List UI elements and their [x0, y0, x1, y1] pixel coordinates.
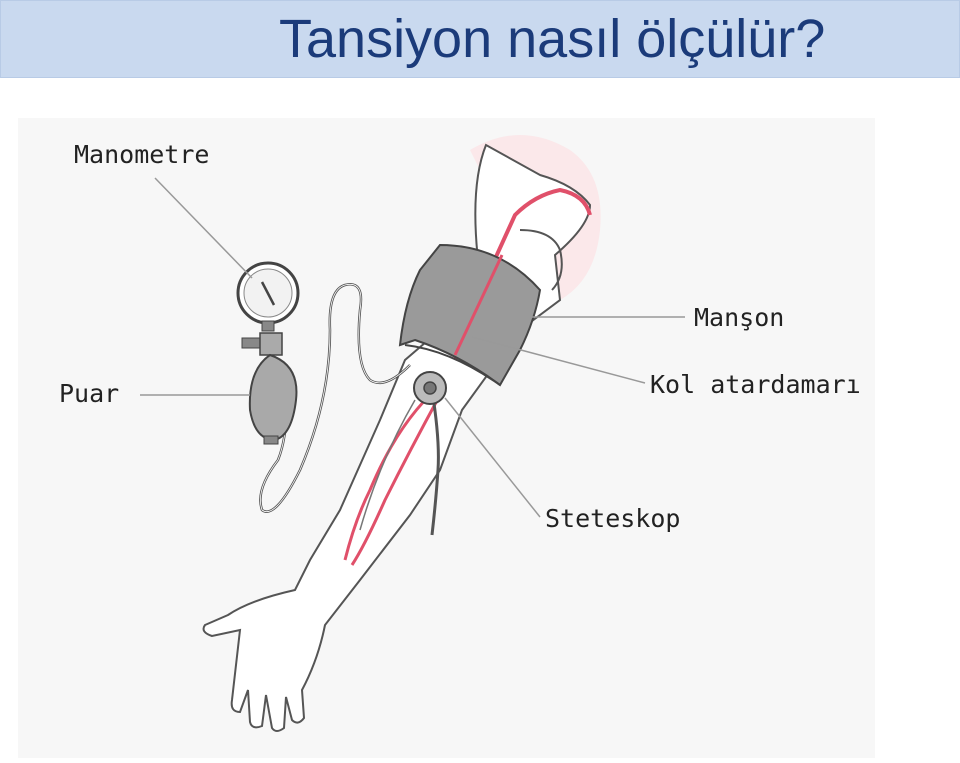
- bulb-label: Puar: [59, 379, 119, 408]
- stethoscope-label: Steteskop: [545, 504, 680, 533]
- ulnar-artery: [343, 393, 432, 561]
- radial-artery: [350, 394, 442, 566]
- manometer-label: Manometre: [74, 140, 209, 169]
- stethoscope-tube: [430, 389, 440, 536]
- forearm-artery-lines: [359, 399, 416, 531]
- cuff-label: Manşon: [694, 303, 784, 332]
- title-bar: Tansiyon nasıl ölçülür?: [0, 0, 960, 78]
- shoulder-curve: [519, 229, 563, 291]
- manometer: [236, 261, 300, 332]
- manometer-leader: [154, 177, 253, 279]
- brachial-artery: [453, 187, 592, 361]
- valve: [241, 332, 283, 356]
- cuff-artery-line: [453, 254, 504, 356]
- artery-leader: [471, 336, 646, 384]
- bulb: [248, 353, 298, 442]
- stethoscope-leader: [444, 397, 541, 518]
- page-title: Tansiyon nasıl ölçülür?: [279, 9, 826, 69]
- artery-label: Kol atardamarı: [650, 370, 861, 399]
- cuff-band: [404, 344, 501, 386]
